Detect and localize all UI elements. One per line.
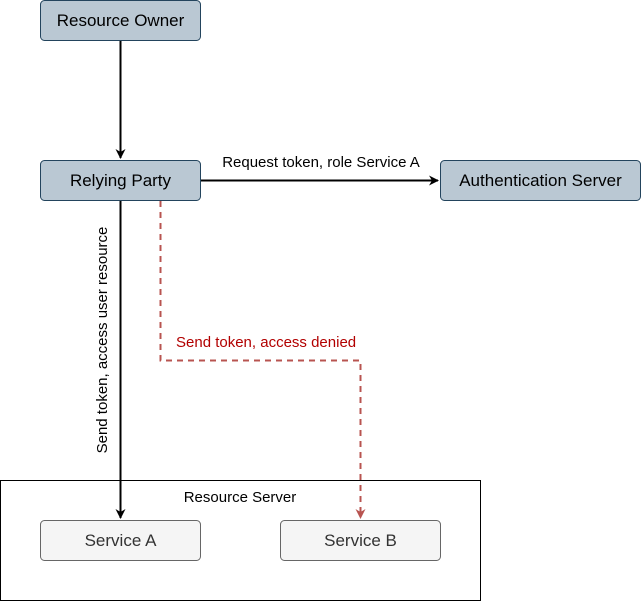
service-a-node[interactable]: Service A: [40, 520, 201, 561]
edge-access-resource[interactable]: Send token, access user resource: [94, 200, 126, 519]
service-b-label: Service B: [324, 531, 397, 550]
access-resource-label: Send token, access user resource: [94, 227, 111, 454]
access-denied-label: Send token, access denied: [176, 334, 356, 351]
resource-owner-node[interactable]: Resource Owner: [40, 0, 201, 41]
resource-owner-label: Resource Owner: [57, 11, 185, 30]
service-a-label: Service A: [85, 531, 157, 550]
relying-party-label: Relying Party: [70, 171, 172, 190]
edge-request-token[interactable]: Request token, role Service A: [200, 154, 439, 186]
authentication-server-node[interactable]: Authentication Server: [440, 160, 641, 201]
edge-access-denied[interactable]: Send token, access denied: [159, 201, 366, 519]
service-b-node[interactable]: Service B: [280, 520, 441, 561]
resource-server-label: Resource Server: [184, 489, 297, 506]
authentication-server-label: Authentication Server: [459, 171, 622, 190]
relying-party-node[interactable]: Relying Party: [40, 160, 201, 201]
request-token-label: Request token, role Service A: [222, 154, 420, 171]
